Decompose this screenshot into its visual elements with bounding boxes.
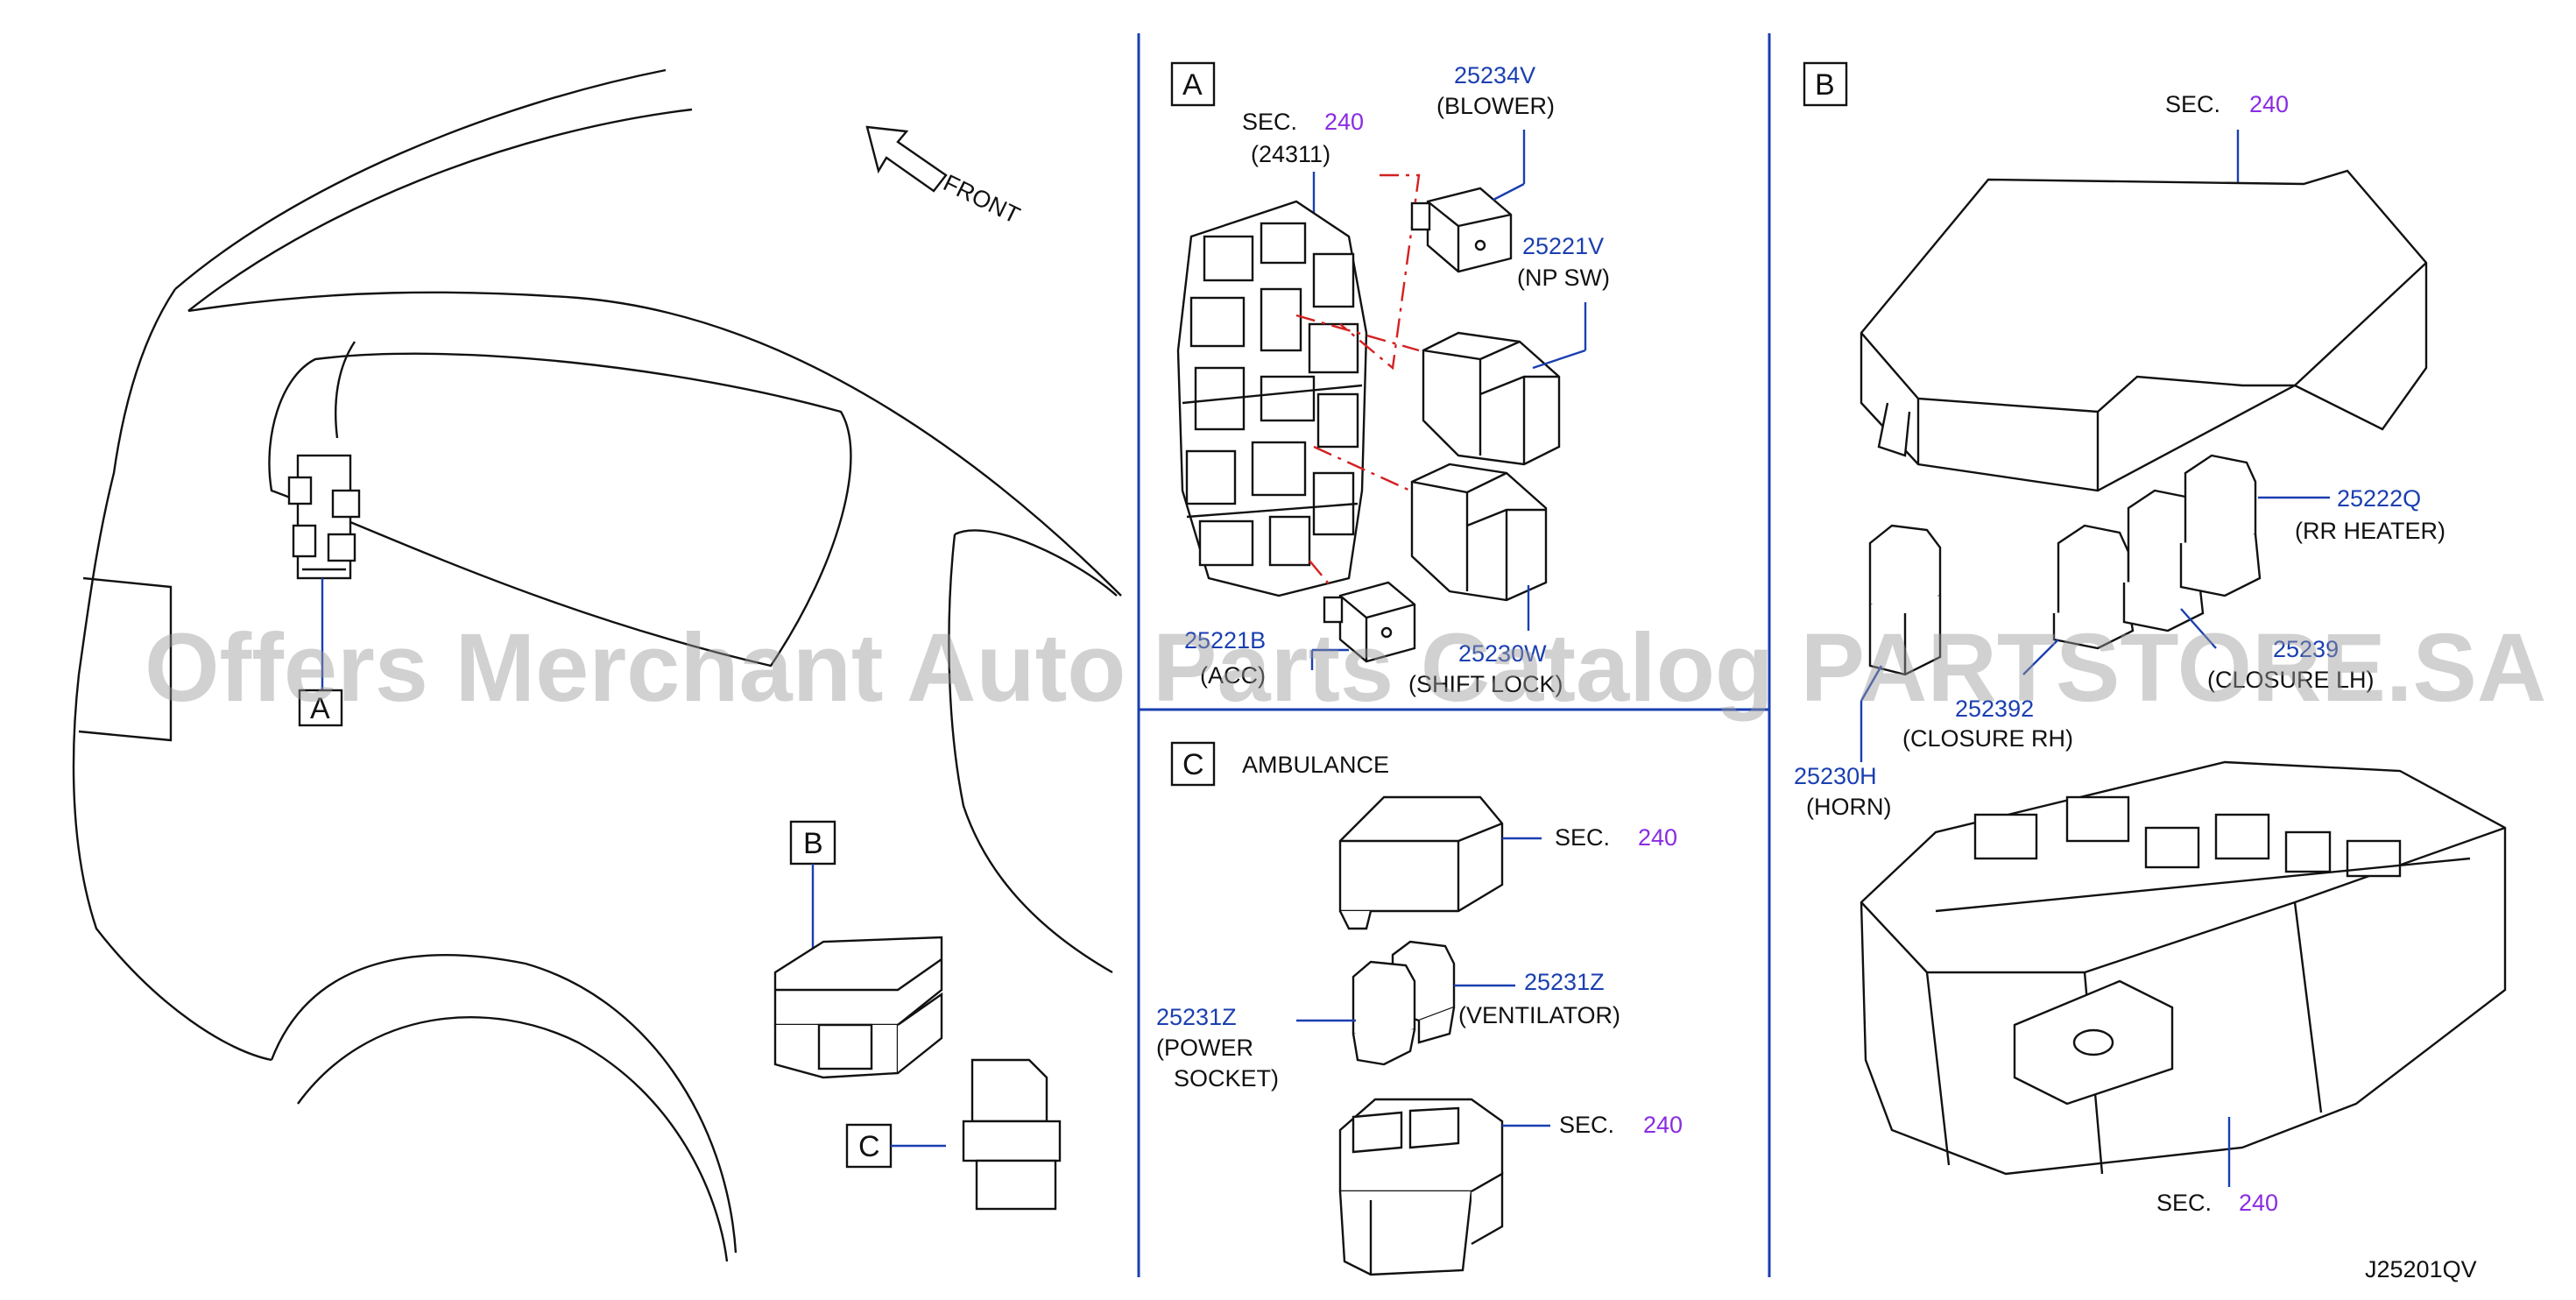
fuse-box-cover-icon	[1860, 169, 2428, 492]
callout-letter-a: A	[310, 692, 330, 725]
front-label: FRONT	[939, 169, 1024, 229]
relay-cluster-icon	[1868, 454, 2262, 676]
callout-letter-b: B	[803, 827, 823, 860]
part-desc-closure-rh: (CLOSURE RH)	[1902, 725, 2073, 752]
part-desc-power-socket-2: SOCKET)	[1174, 1065, 1279, 1092]
panel-a-letter: A	[1182, 68, 1203, 102]
panel-c-relays-icon	[1352, 940, 1456, 1066]
part-number-25230w: 25230W	[1458, 640, 1547, 667]
part-number-25231z-ventilator: 25231Z	[1524, 969, 1605, 995]
front-arrow-icon	[865, 125, 948, 193]
callout-letter-c: C	[858, 1130, 880, 1163]
part-number-25221v: 25221V	[1522, 233, 1604, 259]
part-desc-closure-lh: (CLOSURE LH)	[2207, 667, 2375, 693]
part-number-25221b: 25221B	[1184, 627, 1266, 654]
relay-box-base-icon	[1338, 1098, 1504, 1276]
panel-c-sec-bottom-num: 240	[1643, 1112, 1683, 1138]
relay-np-sw-icon	[1422, 331, 1561, 466]
panel-a-fuse-block-icon	[1176, 200, 1368, 597]
vehicle-fuse-box-b-icon	[773, 936, 943, 1079]
part-desc-np-sw: (NP SW)	[1517, 265, 1610, 291]
part-number-25231z-power-socket: 25231Z	[1156, 1004, 1237, 1030]
part-number-25234v: 25234V	[1454, 62, 1535, 88]
panel-c-box	[1170, 741, 1216, 787]
vehicle-fuse-block-a-icon	[287, 454, 361, 580]
relay-acc-icon	[1323, 581, 1416, 663]
panel-dividers	[1137, 33, 1771, 1277]
panel-b-letter: B	[1815, 68, 1835, 102]
part-desc-acc: (ACC)	[1200, 662, 1266, 689]
part-desc-power-socket-1: (POWER	[1156, 1035, 1253, 1061]
panel-a-sec-num: 240	[1324, 109, 1364, 135]
diagram-code: J25201QV	[2365, 1256, 2477, 1282]
panel-a: A SEC. 240 (24311)	[1170, 61, 1610, 697]
callout-box-c	[845, 1123, 893, 1169]
part-number-252392: 252392	[1955, 696, 2034, 722]
panel-c-title: AMBULANCE	[1242, 752, 1389, 778]
part-desc-shift-lock: (SHIFT LOCK)	[1408, 671, 1563, 697]
part-desc-horn: (HORN)	[1806, 794, 1891, 820]
panel-b: B SEC. 240	[1794, 61, 2507, 1216]
part-desc-blower: (BLOWER)	[1436, 93, 1555, 119]
panel-b-sec-top-num: 240	[2249, 91, 2289, 117]
panel-b-sec-bottom-num: 240	[2239, 1190, 2278, 1216]
relay-box-cover-icon	[1338, 795, 1504, 930]
part-desc-rr-heater: (RR HEATER)	[2295, 518, 2445, 544]
part-number-25222q: 25222Q	[2337, 485, 2421, 512]
panel-b-box	[1803, 61, 1848, 107]
vehicle-relay-box-c-icon	[962, 1058, 1062, 1211]
relay-blower-icon	[1410, 187, 1513, 273]
part-desc-ventilator: (VENTILATOR)	[1458, 1002, 1620, 1028]
panel-c-letter: C	[1182, 748, 1204, 781]
panel-a-sec-word: SEC.	[1242, 109, 1297, 135]
panel-c-sec-top-num: 240	[1638, 824, 1677, 851]
panel-b-sec-top-word: SEC.	[2165, 91, 2220, 117]
fuse-box-body-icon	[1860, 760, 2507, 1176]
panel-c-sec-bottom-word: SEC.	[1559, 1112, 1614, 1138]
part-number-25230h: 25230H	[1794, 763, 1877, 789]
relay-shift-lock-icon	[1410, 463, 1548, 602]
panel-c: C AMBULANCE SEC. 240 25231Z (VENTILATOR)…	[1156, 741, 1683, 1276]
part-number-25239: 25239	[2273, 636, 2339, 662]
watermark-text: Offers Merchant Auto Parts Catalog PARTS…	[145, 614, 2546, 722]
vehicle-outline: FRONT A B C	[72, 68, 1122, 1262]
panel-a-box	[1170, 61, 1216, 107]
panel-a-sec-sub: (24311)	[1251, 141, 1330, 167]
panel-b-sec-bottom-word: SEC.	[2156, 1190, 2212, 1216]
callout-box-a	[298, 689, 343, 727]
panel-c-sec-top-word: SEC.	[1555, 824, 1610, 851]
